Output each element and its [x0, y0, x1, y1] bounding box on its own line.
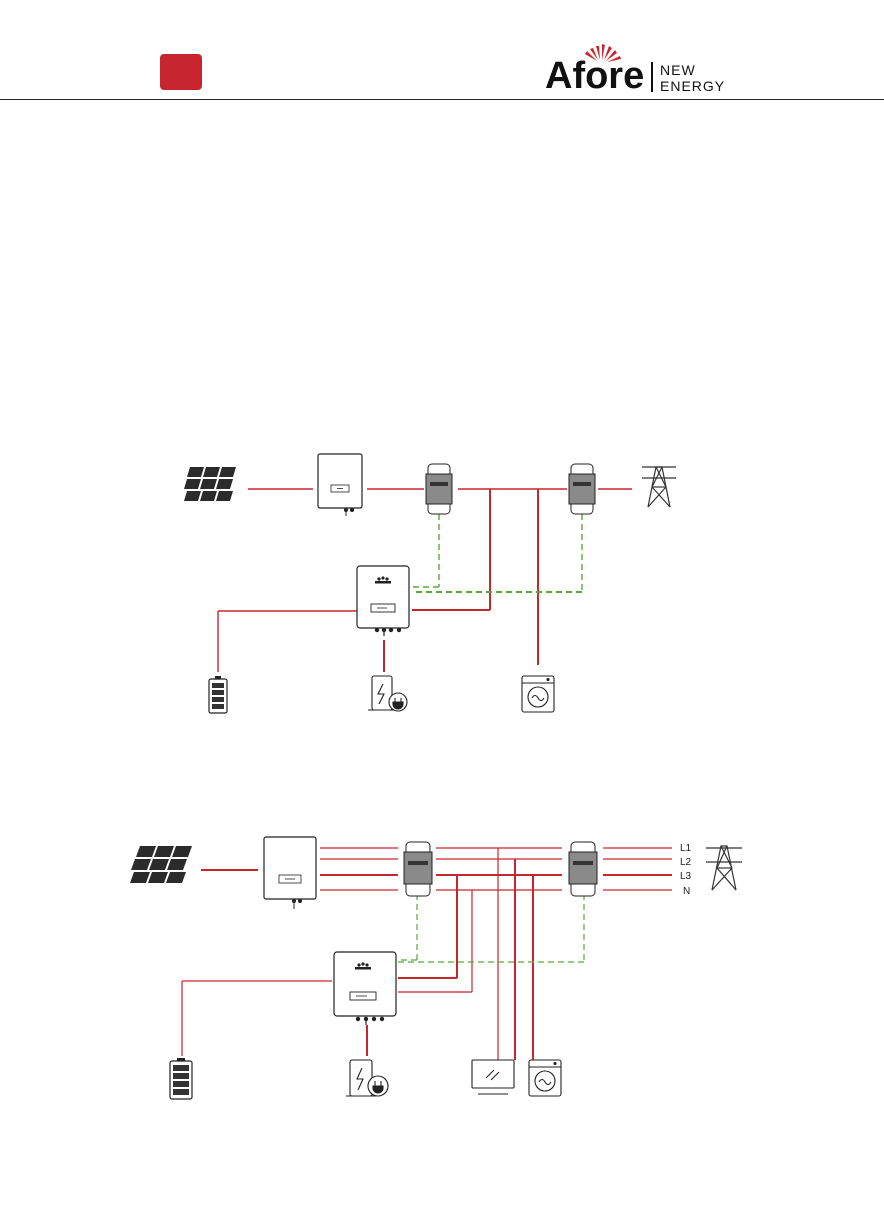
comm-lines	[398, 894, 584, 962]
pv-inverter-icon	[318, 454, 362, 516]
smart-meter-icon	[426, 464, 452, 514]
brand-logo: Afore NEW ENERGY	[540, 38, 760, 98]
pv-panel-icon	[184, 467, 236, 501]
phase-label-l3: L3	[680, 871, 692, 882]
smart-meter-icon	[569, 842, 597, 896]
battery-icon	[209, 676, 227, 713]
three-phase-wiring-diagram: L1 L2 L3 N	[0, 820, 884, 1120]
brand-divider	[651, 62, 653, 92]
single-phase-wiring-diagram	[0, 440, 884, 730]
washing-machine-icon	[522, 676, 554, 712]
phase-label-l1: L1	[680, 843, 692, 854]
hybrid-inverter-icon	[334, 952, 396, 1025]
hybrid-inverter-icon	[357, 566, 409, 636]
phase-label-l2: L2	[680, 857, 692, 868]
comm-lines	[412, 514, 582, 592]
brand-wordmark: Afore	[545, 55, 644, 97]
page-header: Afore NEW ENERGY	[0, 0, 884, 100]
header-rule	[0, 99, 884, 100]
battery-icon	[170, 1058, 192, 1099]
smart-meter-icon	[404, 842, 432, 896]
grid-tower-icon	[706, 846, 742, 890]
smart-meter-icon	[569, 464, 595, 514]
washing-machine-icon	[529, 1060, 561, 1096]
brand-tagline-energy: ENERGY	[660, 78, 725, 94]
page-tab-marker	[160, 54, 202, 90]
phase-label-n: N	[683, 886, 690, 897]
brand-tagline-new: NEW	[660, 62, 696, 78]
pv-inverter-icon	[264, 837, 316, 909]
grid-tower-icon	[642, 467, 676, 507]
monitor-icon	[472, 1060, 514, 1094]
ev-charger-icon	[346, 1060, 388, 1096]
ev-charger-icon	[368, 676, 407, 711]
pv-panel-icon	[130, 846, 192, 883]
power-lines	[218, 489, 632, 672]
